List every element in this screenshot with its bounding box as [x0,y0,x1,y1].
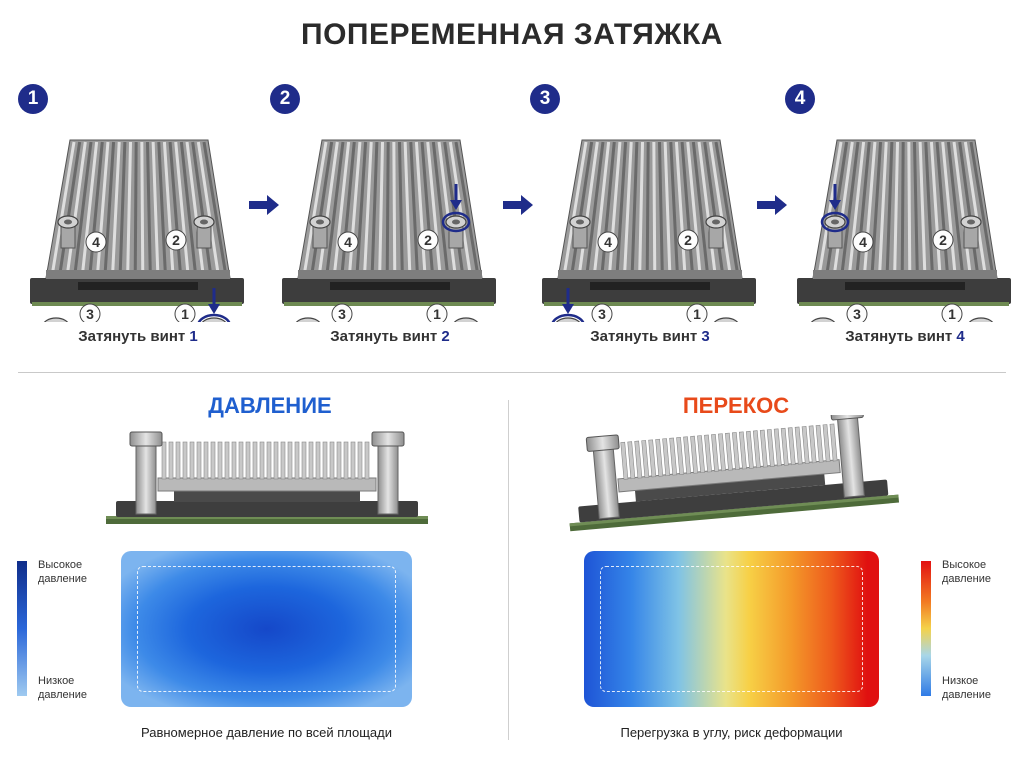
screw-label: 4 [344,234,352,250]
pressure-map-skewed [584,551,879,707]
step-caption: Затянуть винт 4 [785,328,1024,345]
pressure-caption: Равномерное давление по всей площади [141,725,392,740]
step-caption: Затянуть винт 2 [270,328,510,345]
step-caption: Затянуть винт 1 [18,328,258,345]
arrow-down-icon [208,288,220,314]
screw-label: 3 [598,306,606,322]
screw-label: 4 [92,234,100,250]
step-caption-screw-number: 4 [956,328,965,345]
step-caption-text: Затянуть винт [330,328,438,345]
screw-label: 1 [693,306,701,322]
screw-label: 1 [433,306,441,322]
step-caption-screw-number: 1 [189,328,198,345]
legend-low-label: Низкое давление [38,675,88,701]
legend-high-label: Высокое давление [942,559,992,585]
screw-label: 1 [181,306,189,322]
arrow-right-icon [757,195,787,215]
section-divider [18,372,1006,373]
pressure-title: ДАВЛЕНИЕ [208,393,332,418]
step-caption: Затянуть винт 3 [530,328,770,345]
step-caption-screw-number: 3 [701,328,710,345]
arrow-down-icon [829,184,841,210]
heatsink-top-view: 1 2 3 4 [30,139,244,322]
step-caption-screw-number: 2 [441,328,450,345]
arrow-right-icon [249,195,279,215]
pressure-map-even [121,551,412,707]
screw-label: 3 [338,306,346,322]
pressure-legend-bar [17,561,27,696]
page-title: ПОПЕРЕМЕННАЯ ЗАТЯЖКА [301,18,723,51]
step-number-badge: 2 [270,84,300,114]
screw-label: 2 [684,232,692,248]
screw-label: 3 [86,306,94,322]
screw-label: 4 [604,234,612,250]
screw-label: 3 [853,306,861,322]
skew-legend-bar [921,561,931,696]
legend-low-label: Низкое давление [942,675,992,701]
step-number-badge: 3 [530,84,560,114]
step-caption-text: Затянуть винт [78,328,186,345]
arrow-down-icon [562,288,574,314]
step-caption-text: Затянуть винт [590,328,698,345]
heatsink-side-even [106,431,428,524]
heatsink-top-view: 1 2 3 4 [542,139,756,322]
skew-title: ПЕРЕКОС [682,393,790,418]
screw-label: 2 [424,232,432,248]
screw-label: 2 [939,232,947,248]
step-caption-text: Затянуть винт [845,328,953,345]
step-number-badge: 1 [18,84,48,114]
column-divider [508,400,509,740]
arrow-down-icon [450,184,462,210]
screw-label: 4 [859,234,867,250]
legend-high-label: Высокое давление [38,559,88,585]
arrow-right-icon [503,195,533,215]
heatsink-top-view: 1 2 3 4 [797,139,1011,322]
screw-label: 1 [948,306,956,322]
skew-caption: Перегрузка в углу, риск деформации [620,725,843,740]
contact-area-outline [600,566,863,692]
contact-area-outline [137,566,396,692]
heatsink-side-skewed [569,415,900,532]
heatsink-top-view: 1 2 3 4 [282,139,496,322]
step-number-badge: 4 [785,84,815,114]
screw-label: 2 [172,232,180,248]
